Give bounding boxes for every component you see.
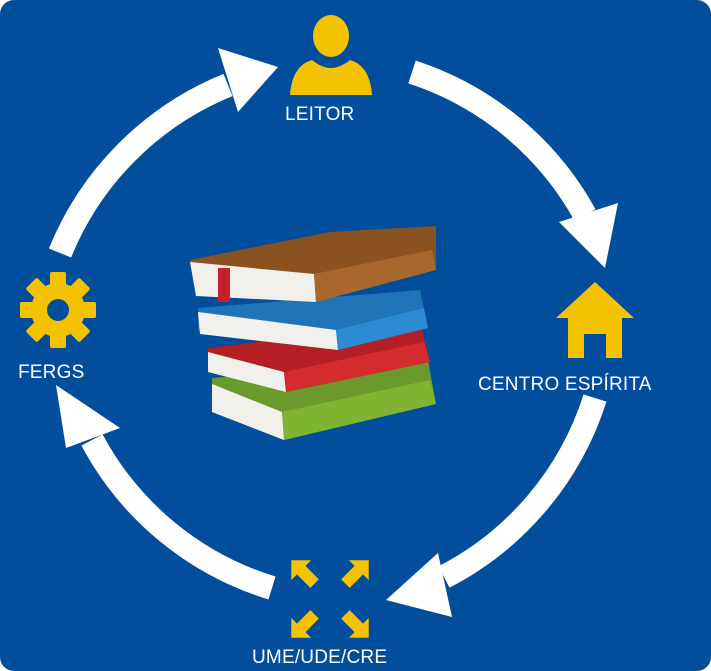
cycle-arrows bbox=[48, 48, 618, 617]
node-label-leitor: LEITOR bbox=[285, 104, 355, 125]
house-icon bbox=[556, 282, 634, 358]
book-brown bbox=[190, 226, 436, 302]
gear-icon bbox=[20, 272, 96, 348]
arrow-centro-to-ume bbox=[386, 394, 607, 617]
node-label-centro: CENTRO ESPÍRITA bbox=[478, 374, 652, 395]
user-icon bbox=[290, 15, 372, 95]
books-stack-icon bbox=[190, 226, 436, 440]
node-label-ume: UME/UDE/CRE bbox=[252, 647, 388, 668]
expand-arrows-icon bbox=[291, 560, 369, 638]
arrow-fergs-to-leitor bbox=[48, 48, 278, 258]
node-label-fergs: FERGS bbox=[18, 362, 85, 383]
book-blue bbox=[198, 290, 428, 350]
arrow-leitor-to-centro bbox=[408, 60, 618, 268]
arrow-ume-to-fergs bbox=[56, 385, 276, 600]
